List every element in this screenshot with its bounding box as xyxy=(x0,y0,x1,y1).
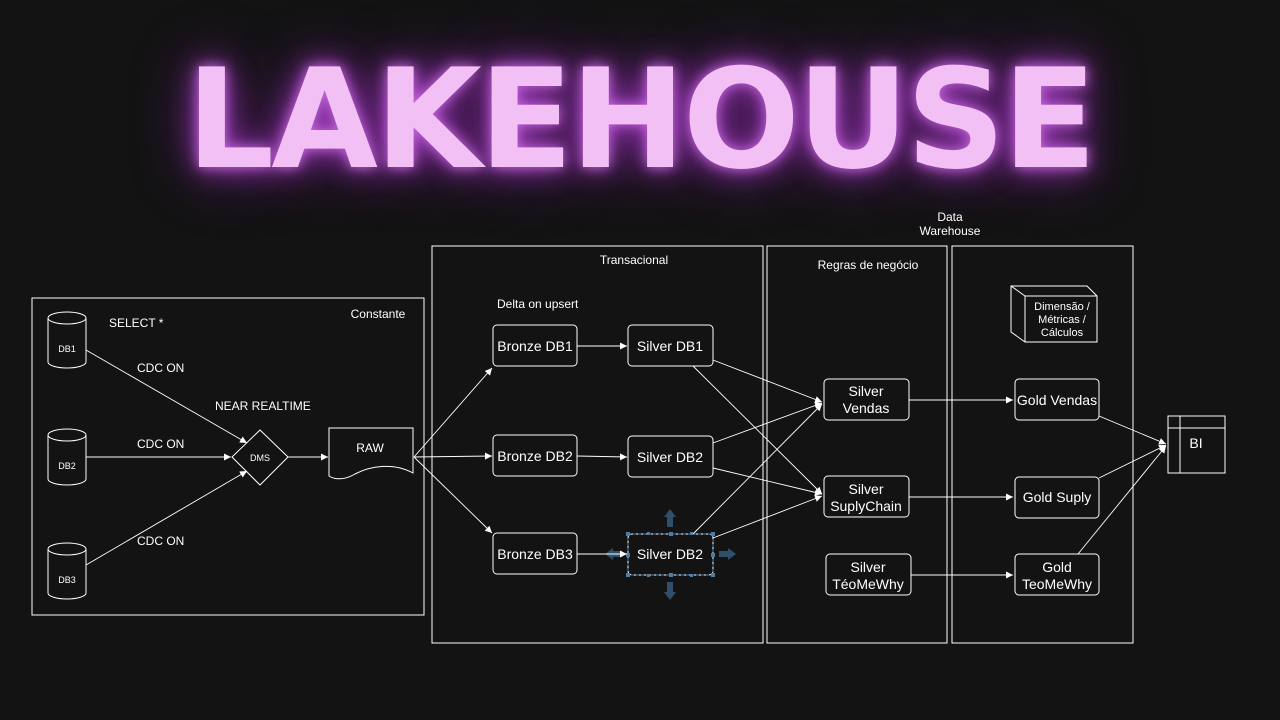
bronze-db2-label: Bronze DB2 xyxy=(497,448,573,464)
edge-silver1-vendas xyxy=(712,359,823,403)
bronze-db1-label: Bronze DB1 xyxy=(497,338,573,354)
bronze-db3-label: Bronze DB3 xyxy=(497,546,573,562)
silver-teomewhy-label-2: TéoMeWhy xyxy=(832,576,904,592)
silver-teomewhy-label-1: Silver xyxy=(850,559,885,575)
silver-supplychain-label-1: Silver xyxy=(848,481,883,497)
page-title: LAKEHOUSE xyxy=(186,39,1096,200)
gold-vendas-label: Gold Vendas xyxy=(1017,392,1097,408)
cdc-on-annotation-3: CDC ON xyxy=(137,534,184,548)
db3-label: DB3 xyxy=(58,575,76,585)
gold-teomewhy-node[interactable]: Gold TeoMeWhy xyxy=(1014,553,1100,596)
dimension-label-2: Métricas / xyxy=(1038,314,1087,326)
dms-node[interactable]: DMS xyxy=(231,429,289,486)
gold-teomewhy-label-1: Gold xyxy=(1042,559,1072,575)
near-realtime-annotation: NEAR REALTIME xyxy=(215,399,311,413)
edge-goldsupply-bi xyxy=(1098,444,1167,479)
edge-raw-bronze1 xyxy=(413,367,493,458)
edge-raw-bronze3 xyxy=(413,456,493,534)
db3-cylinder[interactable]: DB3 xyxy=(47,542,87,600)
dimension-label-1: Dimensão / xyxy=(1034,301,1091,313)
silver-db2-selected-node[interactable]: Silver DB2 xyxy=(605,509,736,600)
silver-teomewhy-node[interactable]: Silver TéoMeWhy xyxy=(825,553,912,596)
dimension-cube[interactable]: Dimensão / Métricas / Cálculos xyxy=(1010,285,1098,343)
db1-cylinder[interactable]: DB1 xyxy=(47,311,87,369)
group-regras xyxy=(766,245,948,644)
db2-cylinder[interactable]: DB2 xyxy=(47,428,87,486)
bronze-db2-node[interactable]: Bronze DB2 xyxy=(492,434,578,477)
group-constante-label: Constante xyxy=(351,307,406,321)
silver-db1-node[interactable]: Silver DB1 xyxy=(627,324,714,367)
edge-goldteo-bi xyxy=(1077,445,1167,555)
dimension-label-3: Cálculos xyxy=(1041,327,1084,339)
gold-supply-label: Gold Suply xyxy=(1023,489,1091,505)
bi-node[interactable]: BI xyxy=(1167,415,1226,474)
group-constante xyxy=(31,297,425,616)
edge-raw-bronze2 xyxy=(413,452,493,460)
group-transacional xyxy=(431,245,764,644)
selection-handles[interactable] xyxy=(626,532,715,577)
silver-db2-selected-label: Silver DB2 xyxy=(637,546,703,562)
edge-bronze2-silver2 xyxy=(576,453,628,461)
select-annotation: SELECT * xyxy=(109,316,164,330)
edge-db3-dms xyxy=(85,470,248,566)
silver-supplychain-node[interactable]: Silver SuplyChain xyxy=(823,475,910,518)
edge-db1-dms xyxy=(85,349,248,444)
silver-db2-node[interactable]: Silver DB2 xyxy=(627,435,714,478)
db2-label: DB2 xyxy=(58,461,76,471)
silver-vendas-node[interactable]: Silver Vendas xyxy=(823,378,910,421)
silver-db2-label: Silver DB2 xyxy=(637,449,703,465)
edge-silver2b-vendas xyxy=(692,403,823,535)
bronze-db3-node[interactable]: Bronze DB3 xyxy=(492,532,578,575)
edge-silver2-supply xyxy=(712,467,823,496)
raw-node[interactable]: RAW xyxy=(328,427,414,480)
silver-db1-label: Silver DB1 xyxy=(637,338,703,354)
edge-silver2-vendas xyxy=(712,402,823,444)
raw-label: RAW xyxy=(356,441,384,455)
bronze-db1-node[interactable]: Bronze DB1 xyxy=(492,324,578,367)
group-data-warehouse xyxy=(951,245,1134,644)
silver-vendas-label-1: Silver xyxy=(848,383,883,399)
cdc-on-annotation-2: CDC ON xyxy=(137,437,184,451)
edge-goldvendas-bi xyxy=(1098,415,1167,445)
silver-vendas-label-2: Vendas xyxy=(843,400,890,416)
group-dw-label-2: Warehouse xyxy=(920,224,981,238)
gold-teomewhy-label-2: TeoMeWhy xyxy=(1022,576,1092,592)
bi-label: BI xyxy=(1189,435,1202,451)
connectors xyxy=(85,342,1167,579)
group-transacional-label: Transacional xyxy=(600,253,668,267)
group-regras-label: Regras de negócio xyxy=(818,258,919,272)
group-dw-label-1: Data xyxy=(937,210,963,224)
cdc-on-annotation-1: CDC ON xyxy=(137,361,184,375)
gold-supply-node[interactable]: Gold Suply xyxy=(1014,476,1100,519)
silver-supplychain-label-2: SuplyChain xyxy=(830,498,902,514)
edge-silver2b-supply xyxy=(712,495,823,539)
edge-silver1-supply xyxy=(692,365,823,495)
gold-vendas-node[interactable]: Gold Vendas xyxy=(1014,378,1100,421)
delta-on-upsert-annotation: Delta on upsert xyxy=(497,297,579,311)
db1-label: DB1 xyxy=(58,344,76,354)
dms-label: DMS xyxy=(250,453,270,463)
